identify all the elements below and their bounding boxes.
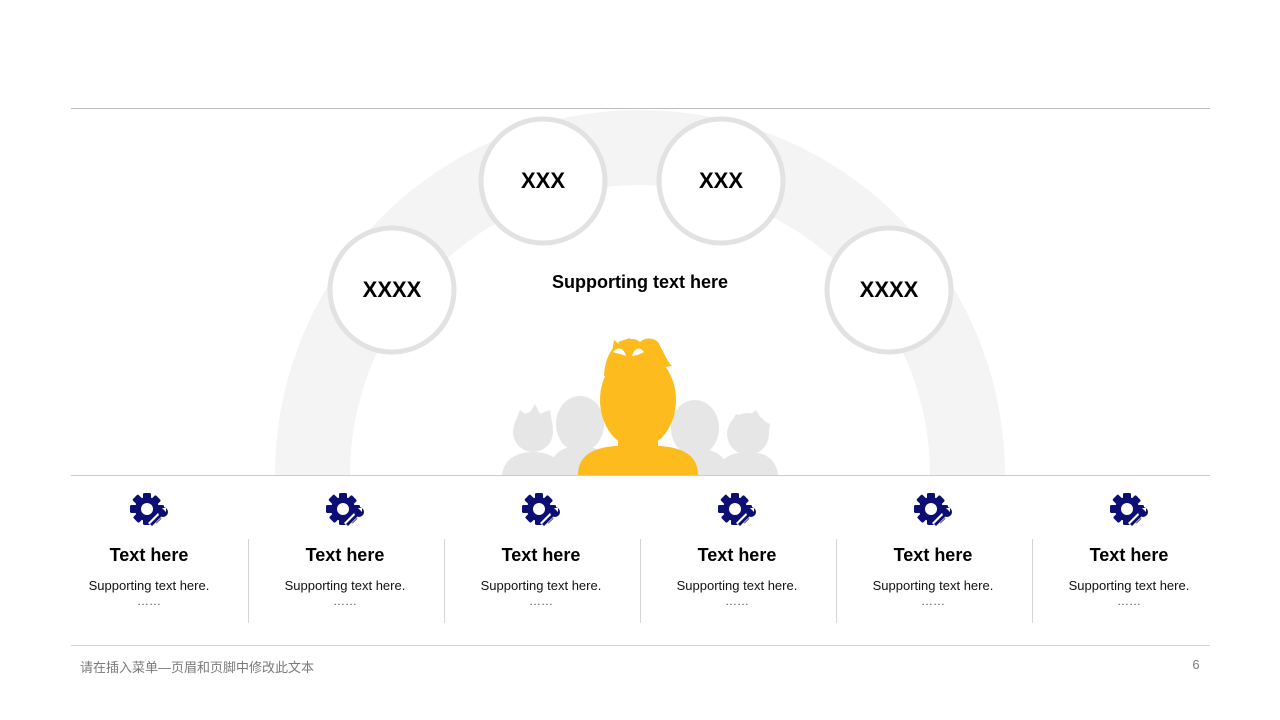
gear-wrench-icon: [914, 493, 952, 527]
feature-item: Text here Supporting text here. ……: [443, 488, 639, 624]
feature-subtitle: Supporting text here.: [676, 578, 798, 593]
feature-subtitle: Supporting text here.: [88, 578, 210, 593]
bottom-divider: [71, 645, 1210, 646]
ring-circles: [327, 116, 954, 355]
column-divider: [248, 539, 249, 623]
circle-label-1: XXXX: [362, 277, 422, 302]
feature-ellipsis: ……: [529, 594, 553, 608]
feature-ellipsis: ……: [921, 594, 945, 608]
feature-title: Text here: [697, 545, 777, 565]
feature-title: Text here: [501, 545, 581, 565]
circle-label-2: XXX: [520, 168, 566, 193]
feature-subtitle: Supporting text here.: [284, 578, 406, 593]
feature-subtitle: Supporting text here.: [872, 578, 994, 593]
feature-subtitle: Supporting text here.: [480, 578, 602, 593]
column-divider: [444, 539, 445, 623]
main-person-silhouette: [578, 338, 698, 475]
circle-label-4: XXXX: [859, 277, 919, 302]
gear-wrench-icon: [1110, 493, 1148, 527]
feature-item: Text here Supporting text here. ……: [835, 488, 1031, 624]
circle-label-3: XXX: [698, 168, 744, 193]
feature-ellipsis: ……: [725, 594, 749, 608]
gear-wrench-icon: [718, 493, 756, 527]
feature-ellipsis: ……: [333, 594, 357, 608]
background-arc: [275, 110, 1005, 475]
feature-subtitle: Supporting text here.: [1068, 578, 1190, 593]
feature-item: Text here Supporting text here. ……: [51, 488, 247, 624]
middle-divider: [71, 475, 1210, 476]
feature-title: Text here: [109, 545, 189, 565]
column-divider: [640, 539, 641, 623]
feature-row: Text here Supporting text here. …… Text …: [51, 488, 1227, 624]
gear-wrench-icon: [326, 493, 364, 527]
gear-wrench-icon: [522, 493, 560, 527]
feature-item: Text here Supporting text here. ……: [247, 488, 443, 624]
top-divider: [71, 108, 1210, 109]
feature-title: Text here: [1089, 545, 1169, 565]
feature-ellipsis: ……: [137, 594, 161, 608]
page-number: 6: [1192, 657, 1200, 672]
feature-title: Text here: [893, 545, 973, 565]
feature-item: Text here Supporting text here. ……: [639, 488, 835, 624]
footer-text: 请在插入菜单—页眉和页脚中修改此文本: [80, 660, 315, 675]
people-silhouettes: [502, 396, 778, 475]
column-divider: [836, 539, 837, 623]
feature-title: Text here: [305, 545, 385, 565]
gear-wrench-icon: [130, 493, 168, 527]
feature-item: Text here Supporting text here. ……: [1031, 488, 1227, 624]
center-supporting-text: Supporting text here: [551, 272, 728, 292]
column-divider: [1032, 539, 1033, 623]
feature-ellipsis: ……: [1117, 594, 1141, 608]
